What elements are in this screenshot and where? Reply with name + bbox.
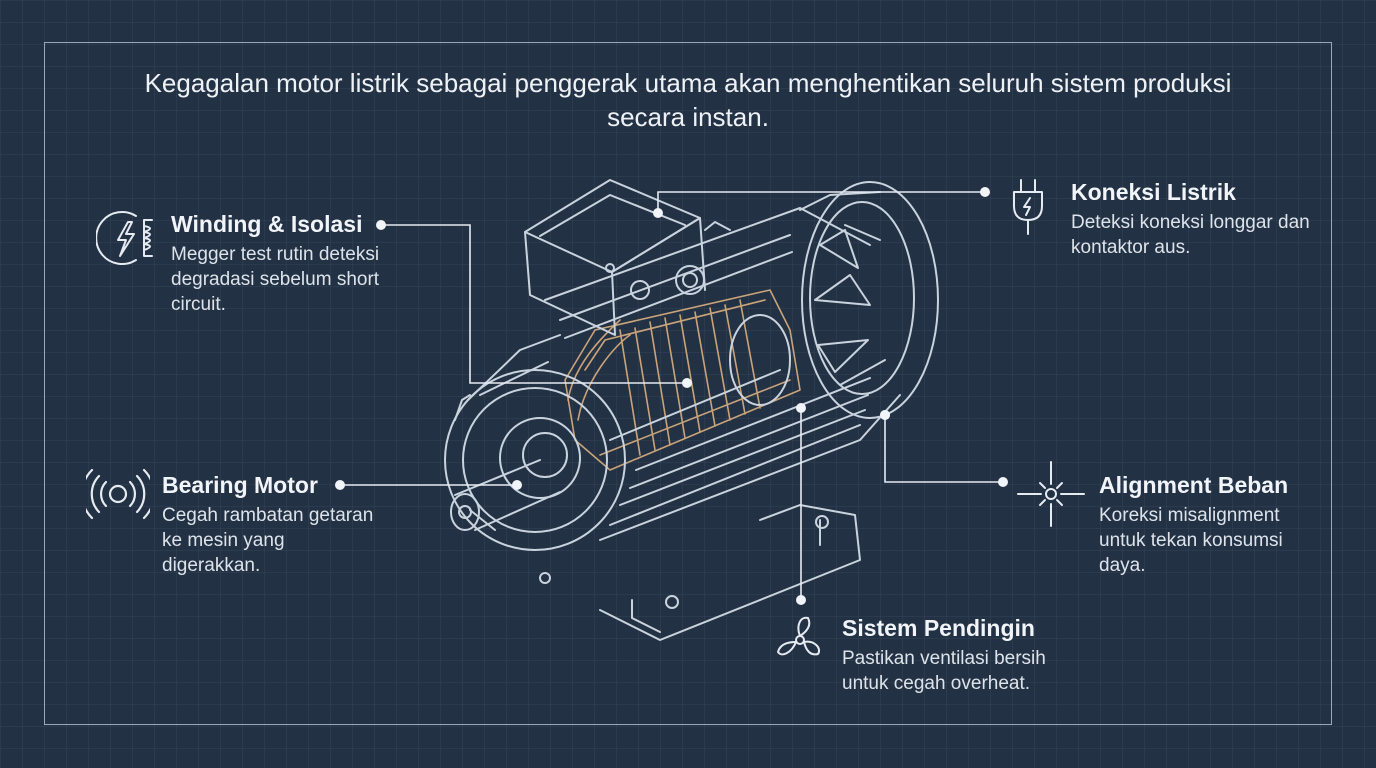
callout-bearing: Bearing Motor Cegah rambatan getaran ke … — [162, 471, 387, 578]
callout-winding: Winding & Isolasi Megger test rutin dete… — [171, 210, 411, 317]
leader-dot — [880, 410, 890, 420]
leader-alignment — [884, 415, 1003, 483]
leader-koneksi — [657, 191, 985, 213]
motor-shaft — [450, 459, 561, 531]
leader-dot — [653, 208, 663, 218]
diagram-frame — [44, 42, 1332, 725]
drive-end-shield — [444, 334, 626, 551]
callout-title: Winding & Isolasi — [171, 211, 363, 237]
rotor — [609, 314, 791, 441]
callout-title: Bearing Motor — [162, 472, 318, 498]
callout-alignment: Alignment Beban Koreksi misalignment unt… — [1099, 471, 1314, 578]
leader-dot — [376, 220, 386, 230]
leader-dot — [335, 480, 345, 490]
plug-icon — [1013, 179, 1043, 235]
fan-cover — [799, 181, 939, 419]
motor-base — [539, 504, 861, 641]
callout-description: Megger test rutin deteksi degradasi sebe… — [171, 244, 380, 315]
callout-description: Deteksi koneksi longgar dan kontaktor au… — [1071, 212, 1310, 258]
lightning-coil-icon — [96, 211, 153, 265]
leader-dot — [512, 480, 522, 490]
terminal-box — [524, 179, 731, 336]
callout-description: Pastikan ventilasi bersih untuk cegah ov… — [842, 648, 1046, 694]
callout-title: Koneksi Listrik — [1071, 179, 1236, 205]
callout-title: Sistem Pendingin — [842, 615, 1035, 641]
leader-winding — [381, 224, 687, 384]
leader-dot — [796, 403, 806, 413]
callout-description: Koreksi misalignment untuk tekan konsums… — [1099, 505, 1283, 576]
stator-winding — [564, 289, 801, 471]
leader-dot — [998, 477, 1008, 487]
leader-dot — [980, 187, 990, 197]
leader-lines — [340, 191, 1003, 600]
motor-housing — [544, 207, 901, 541]
fan-icon — [777, 616, 820, 656]
callout-title: Alignment Beban — [1099, 472, 1289, 498]
callout-description: Cegah rambatan getaran ke mesin yang dig… — [162, 505, 374, 576]
leader-dot — [796, 595, 806, 605]
vibration-icon — [86, 468, 150, 520]
callout-koneksi: Koneksi Listrik Deteksi koneksi longgar … — [1071, 178, 1311, 260]
crosshair-star-icon — [1017, 461, 1085, 527]
callout-pendingin: Sistem Pendingin Pastikan ventilasi bers… — [842, 614, 1082, 696]
headline: Kegagalan motor listrik sebagai penggera… — [144, 68, 1232, 132]
leader-dots — [335, 187, 1008, 605]
leader-dot — [682, 378, 692, 388]
